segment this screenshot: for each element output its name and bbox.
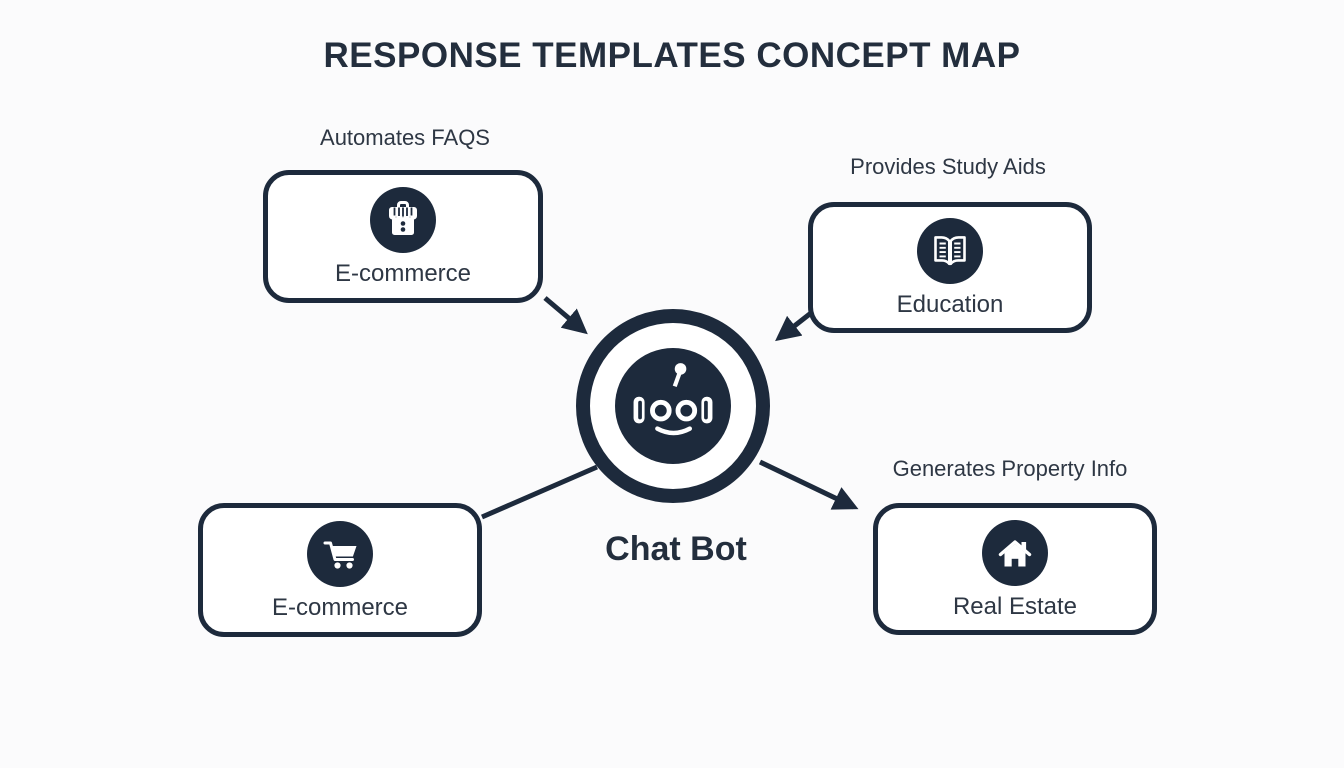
connector-topleft-to-hub [543, 296, 588, 335]
connector-topright-to-hub [775, 311, 813, 342]
node-label: E-commerce [271, 593, 409, 621]
node-ecommerce-cart: E-commerce [198, 503, 482, 637]
node-ecommerce-storefront: E-commerce [263, 170, 543, 303]
hub-label: Chat Bot [605, 530, 747, 568]
node-real-estate: Real Estate [873, 503, 1157, 635]
robot-icon [615, 348, 731, 464]
house-icon [982, 519, 1048, 586]
node-label: E-commerce [334, 260, 472, 287]
node-label: Education [896, 291, 1004, 318]
page-title: RESPONSE TEMPLATES CONCEPT MAP [323, 36, 1021, 75]
connector-hub-to-bottomleft [481, 464, 598, 520]
storefront-icon [370, 187, 436, 253]
chatbot-hub [576, 309, 770, 503]
open-book-icon [917, 218, 983, 284]
annotation-provides-study-aids: Provides Study Aids [850, 154, 1046, 179]
annotation-automates-faqs: Automates FAQS [320, 125, 490, 150]
annotation-generates-property-info: Generates Property Info [892, 456, 1128, 481]
node-label: Real Estate [952, 592, 1078, 620]
node-education: Education [808, 202, 1092, 333]
shopping-cart-icon [307, 520, 373, 587]
